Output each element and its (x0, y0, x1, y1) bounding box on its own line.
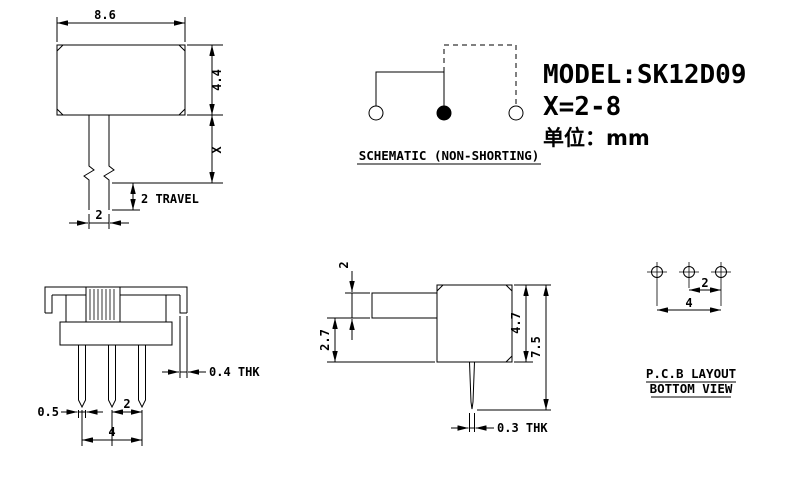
dim-label-knob: 2 (337, 261, 351, 268)
front-view-body-sides (65, 295, 167, 322)
pcb-pad-crosshairs (647, 262, 731, 306)
side-view-corner-chamfers (436, 284, 513, 363)
top-view-shaft (83, 115, 115, 210)
top-view-body-outline (56, 44, 186, 116)
title-block: MODEL:SK12D09 X=2-8 单位：mm (543, 60, 747, 150)
dim-label-pad-pitch: 2 (701, 276, 708, 290)
schematic-caption: SCHEMATIC (NON-SHORTING) (359, 148, 540, 163)
dim-label-pad-span: 4 (685, 296, 692, 310)
front-view-knob-hatch (89, 289, 115, 320)
front-view-pins (78, 345, 146, 409)
dim-label-shaft-height: 2.7 (318, 329, 332, 351)
side-view-body (436, 284, 513, 363)
front-view-knob (85, 287, 121, 323)
side-view-extension-lines (327, 284, 551, 432)
side-view-pin (469, 361, 475, 410)
unit-text: 单位：mm (543, 126, 650, 150)
dim-label-shaft-length: X (210, 146, 224, 154)
front-view-extension-lines (78, 316, 188, 446)
dim-label-pin-span: 4 (108, 425, 115, 439)
pcb-caption-line2: BOTTOM VIEW (650, 381, 733, 396)
dim-label-total-height: 7.5 (529, 336, 543, 358)
schematic-alt-position-link (443, 44, 517, 106)
schematic-terminal-common (436, 105, 452, 121)
pcb-layout-view: 2 4 P.C.B LAYOUT BOTTOM VIEW (646, 262, 736, 398)
side-view: 2 2.7 4.7 7.5 0.3 THK (318, 261, 551, 435)
dim-label-top-body-height: 4.4 (210, 69, 224, 91)
dim-label-cover-thk: 0.4 THK (209, 365, 260, 379)
side-view-shaft (371, 292, 437, 319)
schematic-view: SCHEMATIC (NON-SHORTING) (357, 44, 541, 165)
front-view: 0.4 THK 0.5 2 4 (37, 286, 260, 446)
front-view-cover (44, 286, 188, 314)
schematic-terminal-right (508, 105, 524, 121)
top-view-corner-chamfers (56, 44, 186, 116)
front-view-base (59, 321, 173, 346)
dim-label-top-width: 8.6 (94, 8, 116, 22)
dim-label-pin-width: 0.5 (37, 405, 59, 419)
schematic-terminal-left (368, 105, 384, 121)
dim-label-travel: 2 TRAVEL (141, 192, 199, 206)
model-text: MODEL:SK12D09 (543, 60, 747, 90)
dim-label-shaft-width: 2 (95, 208, 102, 222)
dim-label-body-height: 4.7 (509, 312, 523, 334)
dim-label-pin-thk: 0.3 THK (497, 421, 548, 435)
pcb-caption-line1: P.C.B LAYOUT (646, 366, 736, 381)
top-view: 8.6 4.4 X 2 TRAVEL 2 (56, 8, 224, 229)
dim-label-pin-pitch: 2 (123, 397, 130, 411)
top-view-extension-lines (56, 17, 223, 229)
schematic-common-link (375, 71, 445, 106)
x-range-text: X=2-8 (543, 92, 621, 122)
